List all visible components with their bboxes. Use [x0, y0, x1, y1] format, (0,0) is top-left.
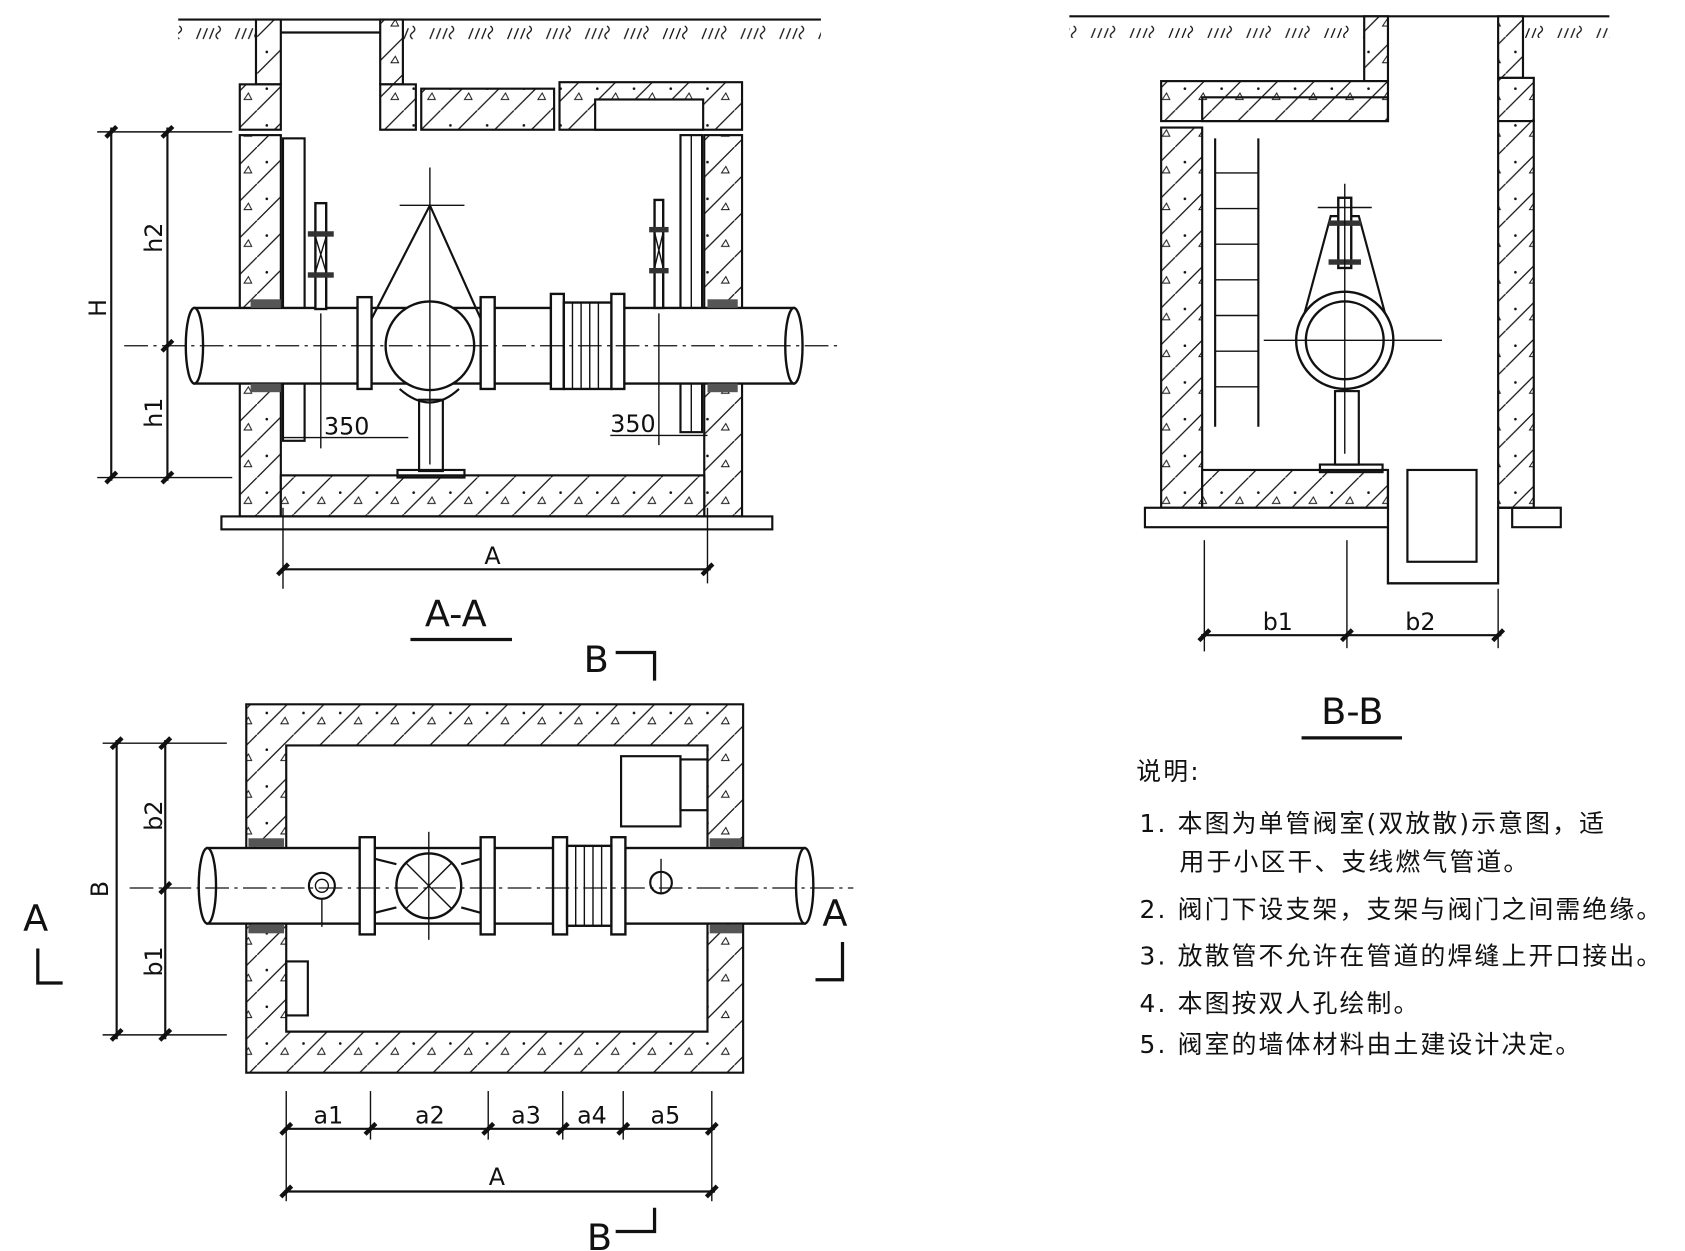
base-slab [220, 515, 774, 531]
manhole-wall [1363, 15, 1390, 83]
vent-pipe-left [307, 201, 334, 311]
valve-support-bb [1318, 390, 1384, 474]
wall-seal [250, 383, 281, 393]
dim-label-a4: a4 [577, 1101, 607, 1129]
floor-slab [1201, 468, 1390, 509]
cut-marker-B-top: B [584, 638, 609, 681]
dim-label-b2: b2 [140, 801, 168, 831]
dim-label-a1: a1 [314, 1101, 344, 1129]
wall-seal [707, 299, 738, 308]
cut-marker-A-left: A [23, 897, 48, 940]
dimension-h: H h2 h1 [84, 124, 233, 485]
note-item: 用于小区干、支线燃气管道。 [1180, 848, 1531, 877]
dimension-350: 350 350 [282, 313, 708, 449]
vent-pipe-right [649, 198, 669, 310]
section-aa: H h2 h1 350 350 A A-A [84, 18, 843, 642]
manhole-wall [1497, 15, 1525, 79]
sump-pit [1406, 468, 1478, 563]
section-title-aa: A-A [425, 593, 487, 636]
note-item: 5. 阀室的墙体材料由土建设计决定。 [1140, 1030, 1583, 1059]
floor-slab [279, 474, 706, 518]
dim-label-350-right: 350 [610, 410, 655, 438]
note-item: 2. 阀门下设支架，支架与阀门之间需绝缘。 [1140, 895, 1664, 924]
dim-label-A-plan: A [489, 1163, 506, 1191]
dimension-b: B b2 b1 [86, 736, 227, 1042]
plan-view: B [23, 638, 854, 1251]
cut-marker-B-bottom: B [587, 1216, 612, 1251]
dim-label-H: H [84, 299, 112, 317]
dim-label-h1: h1 [140, 398, 168, 428]
ladder [281, 137, 306, 442]
wall-seal [707, 383, 738, 393]
dimension-b-bb: b1 b2 [1197, 540, 1506, 652]
dim-label-B: B [86, 881, 114, 897]
roof-slab [1497, 76, 1535, 123]
dimension-a: A [276, 507, 715, 589]
bellows-compensator-plan [551, 836, 627, 936]
equipment-box [619, 755, 682, 828]
left-wall [1160, 126, 1204, 509]
section-bb: b1 b2 B-B [1069, 15, 1610, 740]
note-item: 4. 本图按双人孔绘制。 [1140, 989, 1421, 1018]
valve-bb [1263, 183, 1442, 454]
dim-label-A: A [484, 542, 501, 570]
bellows-compensator [549, 292, 626, 391]
roof-slab [420, 87, 556, 131]
manhole-wall [379, 18, 404, 86]
manhole-cover-opening [594, 98, 705, 131]
base-slab [1143, 506, 1390, 529]
notes: 说明: 1. 本图为单管阀室(双放散)示意图，适 用于小区干、支线燃气管道。 2… [1136, 757, 1664, 1059]
dimension-a-chain: a1 a2 a3 a4 a5 A [279, 1091, 719, 1202]
dim-label-b1-bb: b1 [1263, 608, 1293, 636]
ladder [1214, 138, 1260, 427]
gate-valve-plan [358, 831, 496, 940]
soil-hatch [402, 21, 821, 42]
roof-slab [1160, 80, 1390, 123]
dim-label-b2-bb: b2 [1405, 608, 1435, 636]
vent-pipe-plan-left [307, 871, 336, 927]
valve-support [396, 388, 466, 479]
note-item: 3. 放散管不允许在管道的焊缝上开口接出。 [1140, 942, 1664, 971]
dim-label-h2: h2 [140, 223, 168, 253]
roof-slab [238, 83, 282, 131]
section-title-bb: B-B [1321, 690, 1383, 733]
note-item: 1. 本图为单管阀室(双放散)示意图，适 [1140, 809, 1607, 838]
dim-label-a3: a3 [511, 1101, 541, 1129]
dim-label-a2: a2 [415, 1101, 445, 1129]
dim-label-b1: b1 [140, 946, 168, 976]
wall-seal [250, 299, 281, 308]
soil-hatch [178, 21, 256, 42]
right-wall [1497, 120, 1535, 509]
plan-walls [245, 703, 745, 1074]
cut-marker-A-right: A [822, 892, 847, 935]
notes-heading: 说明: [1136, 757, 1201, 786]
equipment-box [285, 960, 309, 1017]
manhole-wall [254, 18, 282, 86]
dim-label-a5: a5 [651, 1101, 681, 1129]
dim-label-350-left: 350 [324, 412, 369, 440]
gas-pipe-plan [206, 846, 806, 925]
roof-slab [379, 83, 417, 131]
